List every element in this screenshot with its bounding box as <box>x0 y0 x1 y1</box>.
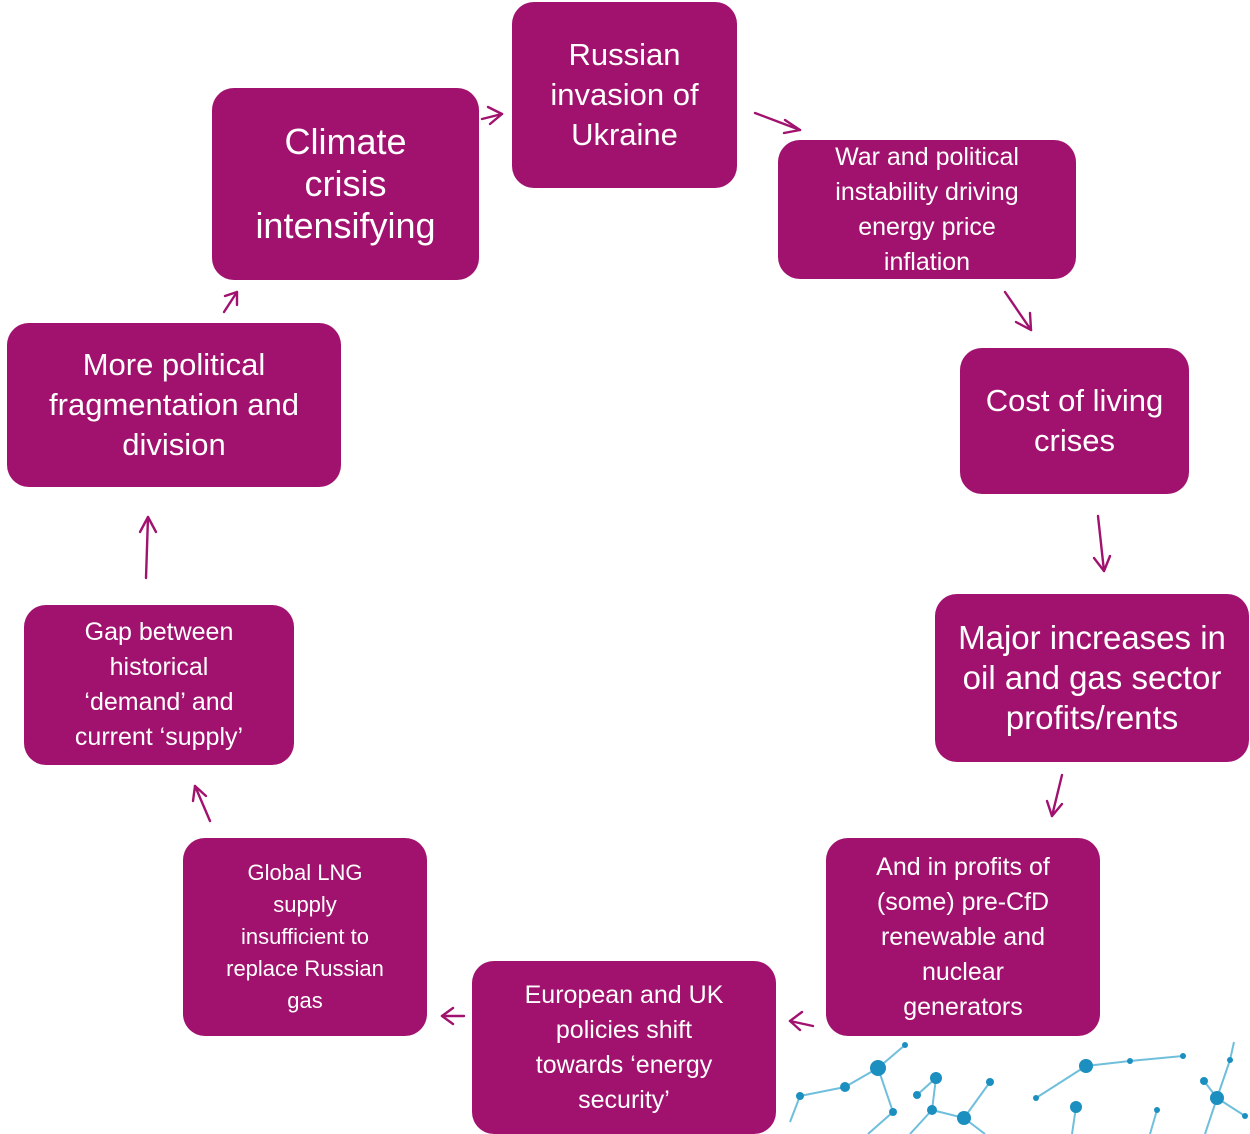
node-war-instability: War and political instability driving en… <box>778 140 1076 279</box>
node-political-fragmentation: More political fragmentation and divisio… <box>7 323 341 487</box>
arrow-russian-invasion-to-war <box>753 111 802 135</box>
node-label: War and political instability driving en… <box>835 142 1019 276</box>
node-label: Global LNG supply insufficient to replac… <box>226 860 384 1013</box>
node-label: And in profits of (some) pre-CfD renewab… <box>876 852 1050 1021</box>
network-nodes <box>796 1042 1248 1125</box>
arrow-fragmentation-to-climate <box>222 290 239 314</box>
arrow-oil-gas-to-generators <box>1045 773 1064 818</box>
network-lines <box>789 1041 1246 1134</box>
node-cost-of-living: Cost of living crises <box>960 348 1189 494</box>
node-russian-invasion: Russian invasion of Ukraine <box>512 2 737 188</box>
node-climate-crisis: Climate crisis intensifying <box>212 88 479 280</box>
node-label: More political fragmentation and divisio… <box>49 346 299 463</box>
node-label: Cost of living crises <box>985 382 1164 458</box>
arrow-energy-security-to-lng <box>440 1006 466 1026</box>
arrow-gap-to-fragmentation <box>138 515 158 580</box>
node-lng-supply: Global LNG supply insufficient to replac… <box>183 838 427 1036</box>
node-oil-gas-profits: Major increases in oil and gas sector pr… <box>935 594 1249 762</box>
arrow-lng-to-gap <box>191 784 212 823</box>
arrow-war-to-cost-of-living <box>1003 290 1033 332</box>
arrow-climate-to-russian-invasion <box>480 105 504 126</box>
node-demand-supply-gap: Gap between historical ‘demand’ and curr… <box>24 605 294 765</box>
node-generator-profits: And in profits of (some) pre-CfD renewab… <box>826 838 1100 1036</box>
node-label: Climate crisis intensifying <box>255 121 436 246</box>
node-energy-security-policies: European and UK policies shift towards ‘… <box>472 961 776 1134</box>
node-label: European and UK policies shift towards ‘… <box>524 980 724 1114</box>
node-label: Gap between historical ‘demand’ and curr… <box>74 618 244 751</box>
node-label: Russian invasion of Ukraine <box>550 36 699 153</box>
arrow-cost-of-living-to-oil-gas <box>1092 514 1112 573</box>
arrow-generators-to-energy-security <box>788 1010 815 1032</box>
node-label: Major increases in oil and gas sector pr… <box>958 618 1226 737</box>
